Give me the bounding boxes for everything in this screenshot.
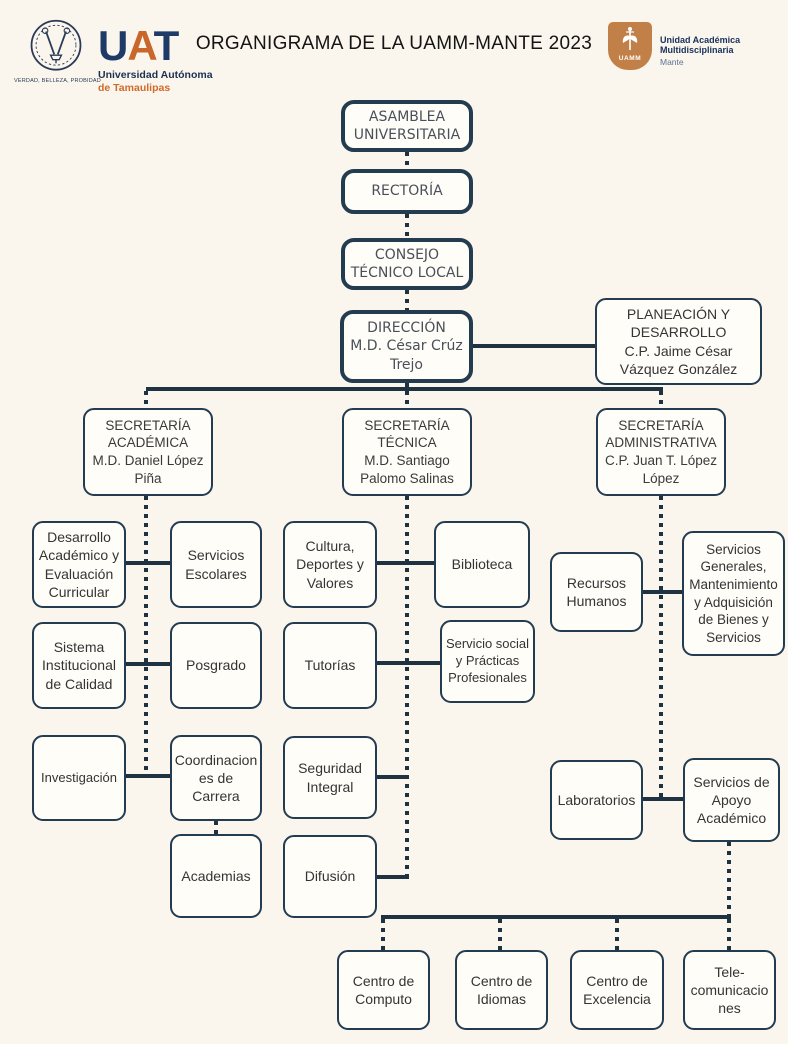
uamm-shield-icon: UAMM	[608, 22, 652, 70]
connector-tutorias-serviciosocial	[375, 661, 442, 665]
uamm-shield-label: UAMM	[618, 55, 642, 62]
connector-sistema-posgrado	[124, 662, 172, 666]
connector-desarrollo-escolares	[124, 561, 172, 565]
connector-apoyo-bottombar	[727, 842, 731, 916]
connector-coordinaciones-academias	[214, 821, 218, 834]
node-biblioteca: Biblioteca	[434, 521, 530, 608]
uat-letter-a: A	[127, 22, 154, 69]
node-sistema-institucional-calidad: Sistema Institucional de Calidad	[32, 622, 126, 709]
connector-bar-idiomas	[498, 919, 502, 950]
node-servicios-generales: Servicios Generales, Mantenimiento y Adq…	[682, 531, 785, 656]
connector-rectoria-consejo	[405, 214, 409, 238]
node-recursos-humanos: Recursos Humanos	[550, 552, 643, 632]
connector-bar-excelencia	[615, 919, 619, 950]
uat-logo-acronym: UAT	[98, 25, 218, 67]
node-academias: Academias	[170, 834, 262, 918]
node-consejo-tecnico-local: CONSEJO TÉCNICO LOCAL	[341, 238, 473, 290]
spine-administrativa	[659, 496, 663, 801]
uat-letter-u: U	[98, 22, 128, 69]
node-centro-excelencia: Centro de Excelencia	[570, 950, 664, 1030]
node-telecomunicaciones: Tele- comunicacio nes	[683, 950, 776, 1030]
connector-seguridad-spine	[375, 775, 409, 779]
connector-cultura-biblioteca	[375, 561, 436, 565]
uat-logo-line1: Universidad Autónoma	[98, 68, 213, 81]
connector-bar-tecnica	[405, 391, 409, 408]
node-posgrado: Posgrado	[170, 622, 262, 709]
connector-investigacion-coordinaciones	[124, 774, 172, 778]
node-seguridad-integral: Seguridad Integral	[283, 736, 377, 819]
uat-logo-line2: de Tamaulipas	[98, 81, 171, 94]
uat-seal-motto: VERDAD, BELLEZA, PROBIDAD	[14, 78, 101, 84]
node-secretaria-tecnica: SECRETARÍA TÉCNICA M.D. Santiago Palomo …	[342, 408, 472, 496]
uat-seal-icon	[30, 19, 82, 71]
connector-bar-telecom	[727, 919, 731, 950]
spine-tecnica	[405, 496, 409, 878]
node-servicio-social-practicas: Servicio social y Prácticas Profesionale…	[440, 620, 535, 703]
uat-seal: VERDAD, BELLEZA, PROBIDAD	[14, 18, 101, 84]
connector-difusion-spine	[375, 875, 409, 879]
connector-bar-administrativa	[659, 391, 663, 408]
node-desarrollo-academico: Desarrollo Académico y Evaluación Curric…	[32, 521, 126, 608]
node-secretaria-administrativa: SECRETARÍA ADMINISTRATIVA C.P. Juan T. L…	[596, 408, 726, 496]
node-laboratorios: Laboratorios	[550, 760, 643, 840]
connector-asamblea-rectoria	[405, 152, 409, 169]
connector-bottom-bar	[381, 915, 731, 919]
connector-laboratorios-apoyo	[641, 797, 685, 801]
page-title: ORGANIGRAMA DE LA UAMM-MANTE 2023	[195, 33, 593, 54]
uamm-logo-text: Unidad Académica Multidisciplinaria Mant…	[660, 35, 788, 67]
connector-direccion-bar	[405, 381, 409, 387]
uat-logo: UAT Universidad Autónoma de Tamaulipas	[98, 25, 218, 94]
spine-academica	[144, 496, 148, 778]
node-coordinaciones-carrera: Coordinacion es de Carrera	[170, 735, 262, 821]
connector-bar-computo	[381, 919, 385, 950]
node-centro-computo: Centro de Computo	[337, 950, 430, 1030]
connector-consejo-direccion	[405, 290, 409, 310]
connector-bar-academica	[144, 391, 148, 408]
node-asamblea-universitaria: ASAMBLEA UNIVERSITARIA	[341, 100, 473, 152]
uamm-emblem-icon	[622, 27, 638, 50]
node-centro-idiomas: Centro de Idiomas	[455, 950, 548, 1030]
node-difusion: Difusión	[283, 835, 377, 918]
node-servicios-apoyo-academico: Servicios de Apoyo Académico	[683, 758, 780, 842]
node-planeacion-desarrollo: PLANEACIÓN Y DESARROLLO C.P. Jaime César…	[595, 298, 762, 385]
node-servicios-escolares: Servicios Escolares	[170, 521, 262, 608]
node-investigacion: Investigación	[32, 735, 126, 821]
node-rectoria: RECTORÍA	[341, 169, 473, 214]
uamm-logo-line1: Unidad Académica Multidisciplinaria	[660, 35, 741, 56]
uamm-logo: UAMM Unidad Académica Multidisciplinaria…	[608, 22, 740, 70]
node-direccion: DIRECCIÓN M.D. César Crúz Trejo	[340, 310, 473, 383]
node-secretaria-academica: SECRETARÍA ACADÉMICA M.D. Daniel López P…	[83, 408, 213, 496]
uat-letter-t: T	[153, 22, 180, 69]
connector-recursos-generales	[641, 590, 684, 594]
node-tutorias: Tutorías	[283, 622, 377, 709]
connector-main-bar	[146, 387, 663, 391]
uamm-logo-line2: Mante	[660, 56, 684, 67]
node-cultura-deportes-valores: Cultura, Deportes y Valores	[283, 521, 377, 608]
connector-direccion-planeacion	[471, 344, 595, 348]
